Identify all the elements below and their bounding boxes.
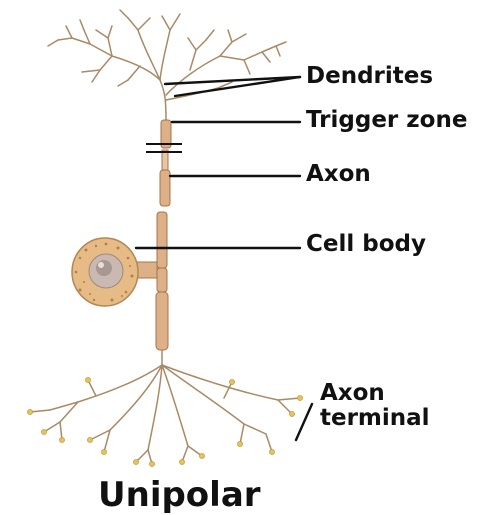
neuron-illustration xyxy=(27,9,314,467)
label-dendrites: Dendrites xyxy=(306,63,434,89)
label-axon-terminal: Axon terminal xyxy=(320,380,430,432)
label-trigger-zone: Trigger zone xyxy=(306,107,468,133)
diagram-caption: Unipolar xyxy=(98,475,261,515)
axon-terminal-bulbs xyxy=(27,377,303,467)
axon-shaft xyxy=(155,119,172,351)
cell-body xyxy=(71,237,139,307)
axon-break-marks xyxy=(146,143,182,153)
axon-terminal-branches xyxy=(29,349,301,465)
leader-lines xyxy=(134,75,314,442)
neuron-diagram: Dendrites Trigger zone Axon Cell body Ax… xyxy=(27,9,468,512)
label-axon-terminal-line2: terminal xyxy=(320,405,430,432)
cell-body-stalk xyxy=(135,261,158,279)
label-cell-body: Cell body xyxy=(306,231,426,257)
label-axon: Axon xyxy=(306,161,371,187)
dendrite-tree xyxy=(47,9,287,121)
label-axon-terminal-line1: Axon xyxy=(320,380,385,406)
